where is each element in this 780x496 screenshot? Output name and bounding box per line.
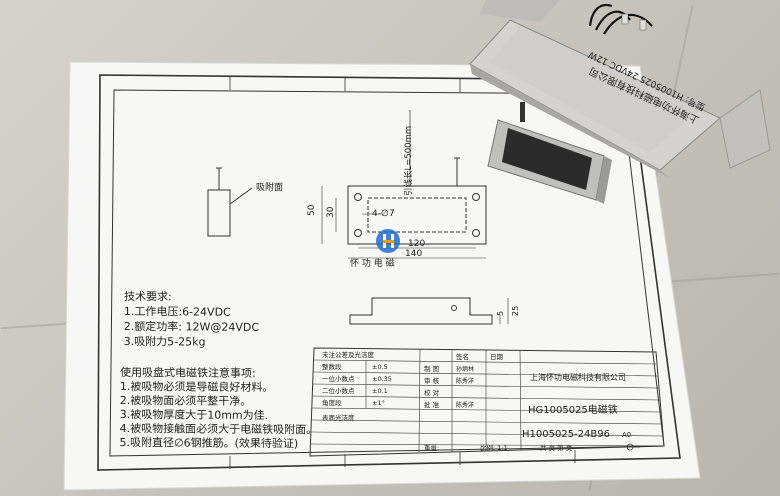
signer-name: 陈秀洋 (456, 401, 474, 409)
brand-text: 怀 功 电 磁 (350, 257, 395, 269)
company-name: 上海怀功电磁科技有限公司 (530, 372, 626, 382)
dim-5: 5 (496, 311, 505, 316)
note-line: 1.被吸物必须是导磁良好材料。 (120, 379, 274, 394)
dim-120: 120 (408, 239, 425, 249)
tol-value: ±1° (372, 399, 385, 407)
side-view (207, 167, 253, 237)
device-photo-large: 上海怀功电磁科技有限公司 型号: H1005025 24VDC 12W (469, 0, 771, 178)
lead-length-dimension: 引线长L=500mm (403, 126, 414, 196)
col-header-date: 日期 (490, 353, 504, 361)
tol-value: ±0.35 (372, 375, 392, 383)
tech-req-line: 1.工作电压:6-24VDC (124, 305, 231, 319)
hole-dimension: 4-∅7 (372, 209, 395, 219)
part-name: HG1005025电磁铁 (528, 403, 618, 416)
sheet-label: 共 页 第 页 (540, 443, 573, 452)
tech-requirements: 技术要求: 1.工作电压:6-24VDC 2.额定功率: 12W@24VDC 3… (124, 290, 260, 349)
role-label: 批 准 (424, 400, 440, 409)
tol-label: 角度段 (322, 398, 342, 407)
role-label: 制 图 (424, 364, 439, 373)
bottom-view (349, 297, 509, 325)
tech-req-title: 技术要求: (124, 290, 172, 303)
surface-finish-label: 表面光洁度 (322, 413, 355, 422)
note-line: 3.被吸物厚度大于10mm为佳. (120, 407, 269, 422)
dim-140: 140 (405, 249, 422, 259)
drawing-border-outer (97, 74, 681, 471)
scale-label: 比例: 1:1 (480, 443, 508, 452)
front-view (321, 110, 487, 259)
role-label: 审 核 (424, 376, 440, 385)
tol-value: ±0.1 (372, 387, 388, 395)
size-code: A0 (622, 431, 631, 439)
notes-title: 使用吸盘式电磁铁注意事项: (120, 365, 256, 380)
note-line: 2.被吸物面必须平整干净。 (120, 393, 252, 408)
tol-label: 一位小数点 (322, 374, 355, 383)
note-line: 4.被吸物接触面必须大于电磁铁吸附面。 (120, 421, 318, 436)
dim-30: 30 (326, 206, 336, 218)
surface-label: 吸附面 (256, 181, 283, 193)
col-header-signature: 签名 (456, 352, 469, 361)
tol-value: ±0.5 (372, 363, 388, 371)
note-line: 5.吸附直径∅6钢推筋。(效果待验证) (119, 435, 298, 450)
dim-50: 50 (307, 204, 317, 216)
usage-notes: 使用吸盘式电磁铁注意事项: 1.被吸物必须是导磁良好材料。 2.被吸物面必须平整… (119, 365, 317, 450)
brand-logo-icon (376, 229, 400, 253)
projection-symbol-icon (620, 443, 640, 451)
role-label: 校 对 (424, 388, 440, 397)
tolerance-header: 未注公差及光洁度 (322, 350, 375, 359)
tol-label: 整数段 (322, 362, 342, 371)
signer-name: 陈秀洋 (456, 377, 474, 385)
signer-name: 孙炳林 (456, 365, 474, 373)
device-photo-small (487, 102, 612, 204)
tech-req-line: 3.吸附力5-25kg (124, 334, 206, 349)
title-block: 未注公差及光洁度 整数段 ±0.5 一位小数点 ±0.35 二位小数点 ±0.1… (309, 347, 665, 457)
tol-label: 二位小数点 (322, 386, 355, 395)
drawing-number: H1005025-24B96 (522, 429, 610, 440)
tech-req-line: 2.额定功率: 12W@24VDC (124, 319, 260, 334)
dim-25: 25 (511, 306, 520, 316)
weight-label: 重量: (424, 444, 439, 452)
